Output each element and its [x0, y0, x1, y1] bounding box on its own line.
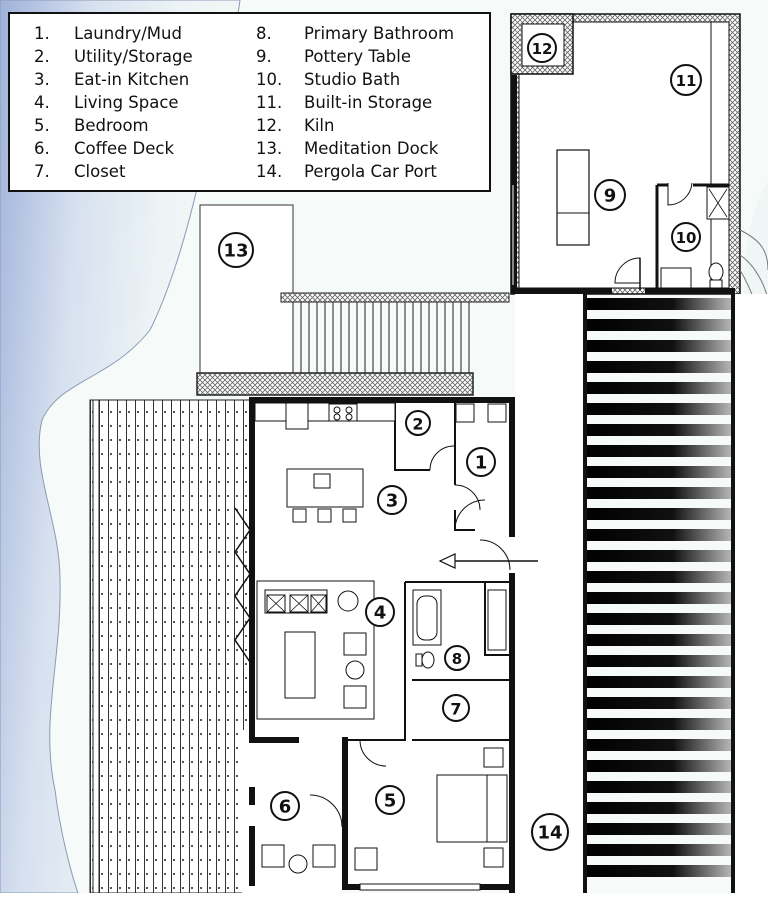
legend-number: 12.	[256, 116, 283, 135]
marker-label-living: 4	[374, 603, 387, 624]
legend-number: 3.	[34, 70, 50, 89]
legend-label: Built-in Storage	[304, 93, 433, 112]
legend-label: Eat-in Kitchen	[74, 70, 190, 89]
legend-item: 5. Bedroom	[34, 114, 193, 137]
bedroom-furniture	[261, 747, 508, 874]
legend-number: 14.	[256, 162, 283, 181]
marker-label-carport: 14	[537, 823, 562, 844]
folding-doors	[234, 507, 251, 663]
meditation-dock	[196, 204, 510, 396]
marker-coffee-deck	[270, 791, 300, 821]
legend: 1. Laundry/Mud 2. Utility/Storage 3. Eat-in…	[8, 12, 491, 192]
legend-column-1: 1. Laundry/Mud 2. Utility/Storage 3. Eat-in…	[34, 22, 193, 183]
marker-label-dock: 13	[223, 241, 248, 262]
marker-dock	[218, 232, 254, 268]
marker-pottery	[594, 179, 626, 211]
legend-item: 7. Closet	[34, 160, 193, 183]
legend-label: Meditation Dock	[304, 139, 439, 158]
legend-number: 9.	[256, 47, 272, 66]
kitchen-fixtures	[254, 402, 507, 523]
legend-item: 8. Primary Bathroom	[256, 22, 454, 45]
legend-number: 1.	[34, 24, 50, 43]
marker-closet	[442, 694, 470, 722]
interior-walls	[345, 403, 509, 741]
marker-label-kiln: 12	[532, 40, 553, 58]
legend-number: 8.	[256, 24, 272, 43]
legend-label: Primary Bathroom	[304, 24, 455, 43]
legend-item: 14. Pergola Car Port	[256, 160, 454, 183]
room-markers	[218, 33, 702, 851]
marker-studio-bath	[671, 222, 701, 252]
marker-label-bedroom: 5	[384, 791, 397, 812]
marker-label-kitchen: 3	[386, 491, 399, 512]
marker-label-utility: 2	[412, 415, 423, 434]
studio-bath-walls	[655, 183, 729, 290]
door-swings	[309, 445, 511, 828]
legend-label: Utility/Storage	[74, 47, 193, 66]
living-furniture	[256, 580, 375, 720]
deck	[89, 399, 342, 894]
legend-label: Pottery Table	[304, 47, 412, 66]
legend-item: 11. Built-in Storage	[256, 91, 454, 114]
dock-stairs	[292, 302, 470, 373]
marker-label-storage: 11	[676, 72, 697, 90]
room-marker-labels: 1 2 3 4 5 6 7 8 9 10 11 12 13 14	[223, 40, 696, 844]
marker-label-laundry: 1	[475, 453, 488, 474]
marker-bath	[444, 645, 470, 671]
marker-label-closet: 7	[450, 700, 461, 719]
legend-label: Studio Bath	[304, 70, 401, 89]
legend-item: 12. Kiln	[256, 114, 454, 137]
legend-label: Coffee Deck	[74, 139, 175, 158]
legend-column-2: 8. Primary Bathroom 9. Pottery Table 10. St…	[256, 22, 454, 183]
legend-number: 5.	[34, 116, 50, 135]
marker-label-studio-bath: 10	[676, 229, 697, 247]
legend-item: 2. Utility/Storage	[34, 45, 193, 68]
legend-number: 13.	[256, 139, 283, 158]
legend-label: Pergola Car Port	[304, 162, 437, 181]
legend-number: 10.	[256, 70, 283, 89]
marker-utility	[405, 410, 431, 436]
legend-item: 3. Eat-in Kitchen	[34, 68, 193, 91]
legend-number: 4.	[34, 93, 50, 112]
legend-label: Bedroom	[74, 116, 149, 135]
marker-laundry	[466, 447, 496, 477]
legend-number: 11.	[256, 93, 283, 112]
legend-item: 1. Laundry/Mud	[34, 22, 193, 45]
legend-item: 4. Living Space	[34, 91, 193, 114]
marker-living	[365, 597, 395, 627]
marker-label-pottery: 9	[604, 186, 617, 207]
bath-fixtures	[412, 589, 507, 669]
studio-building	[510, 13, 768, 341]
marker-carport	[531, 813, 569, 851]
marker-bedroom	[375, 785, 405, 815]
legend-label: Living Space	[74, 93, 179, 112]
legend-item: 13. Meditation Dock	[256, 137, 454, 160]
pergola-car-port	[515, 294, 768, 893]
legend-item: 10. Studio Bath	[256, 68, 454, 91]
legend-number: 2.	[34, 47, 50, 66]
marker-label-bath: 8	[452, 650, 462, 668]
legend-number: 7.	[34, 162, 50, 181]
pergola-slats	[583, 298, 733, 877]
marker-kitchen	[377, 485, 407, 515]
legend-number: 6.	[34, 139, 50, 158]
marker-kiln	[527, 33, 557, 63]
legend-label: Laundry/Mud	[74, 24, 182, 43]
legend-label: Closet	[74, 162, 126, 181]
marker-label-coffee-deck: 6	[279, 797, 292, 818]
legend-label: Kiln	[304, 116, 335, 135]
marker-storage	[670, 64, 702, 96]
legend-item: 6. Coffee Deck	[34, 137, 193, 160]
legend-item: 9. Pottery Table	[256, 45, 454, 68]
